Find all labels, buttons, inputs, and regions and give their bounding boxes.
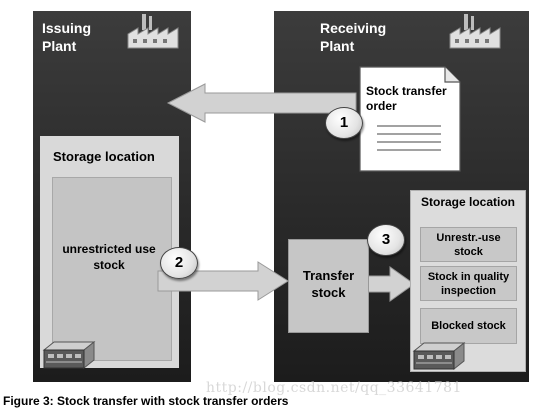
receipt-arrow bbox=[367, 266, 415, 302]
document-icon bbox=[359, 66, 461, 172]
blocked-stock-cell: Blocked stock bbox=[420, 308, 517, 344]
step-2-marker: 2 bbox=[160, 247, 198, 279]
unrestricted-stock-label: unrestricted use stock bbox=[62, 242, 156, 272]
storage-device-icon bbox=[412, 341, 466, 371]
issuing-storage-title: Storage location bbox=[53, 149, 155, 164]
receiving-storage-title: Storage location bbox=[420, 195, 515, 209]
unrestricted-stock-box bbox=[52, 177, 172, 361]
transfer-stock-box bbox=[288, 239, 369, 333]
step-3-marker: 3 bbox=[367, 224, 405, 256]
transfer-stock-label: Transfer stock bbox=[302, 268, 355, 300]
unrestricted-use-stock-cell: Unrestr.-use stock bbox=[420, 227, 517, 262]
figure-caption: Figure 3: Stock transfer with stock tran… bbox=[3, 394, 289, 408]
issuing-plant-title: Issuing Plant bbox=[42, 20, 92, 54]
watermark: http://blog.csdn.net/qq_33641781 bbox=[206, 380, 462, 396]
factory-icon bbox=[127, 14, 179, 49]
factory-icon bbox=[449, 14, 501, 49]
quality-inspection-stock-cell: Stock in quality inspection bbox=[420, 266, 517, 301]
storage-device-icon bbox=[42, 340, 96, 370]
order-arrow bbox=[166, 83, 357, 123]
step-1-marker: 1 bbox=[325, 107, 363, 139]
receiving-plant-title: Receiving Plant bbox=[320, 20, 387, 54]
stock-transfer-order-title: Stock transfer order bbox=[366, 84, 447, 113]
